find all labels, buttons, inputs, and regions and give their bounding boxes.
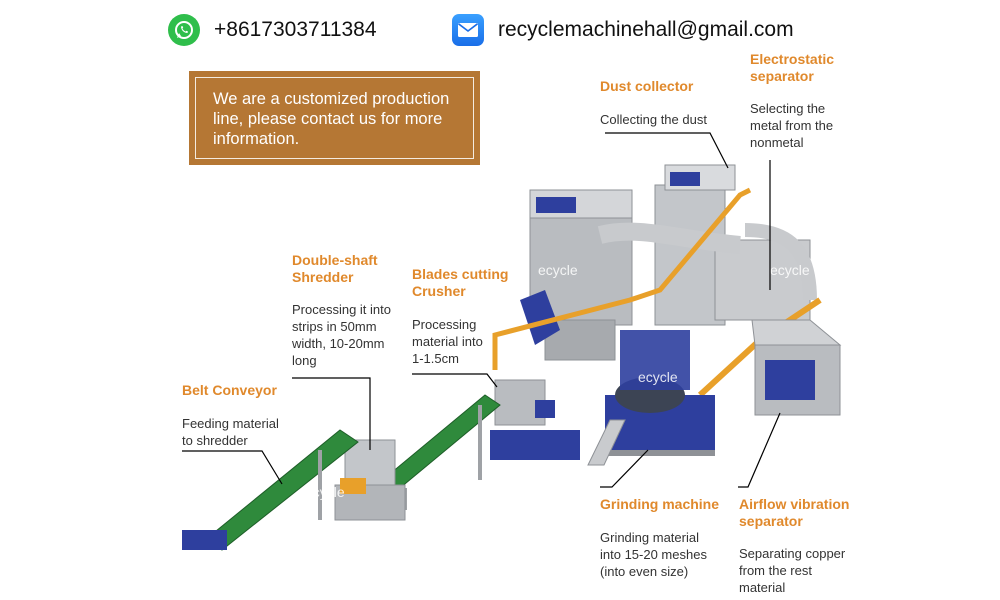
- watermark: ecycle: [538, 262, 578, 278]
- desc-line: Processing: [412, 317, 477, 332]
- leader-line-shredder: [292, 377, 371, 450]
- banner-line: information.: [213, 130, 300, 148]
- whatsapp-icon: [168, 14, 200, 46]
- grinding-title: Grinding machine: [600, 496, 720, 512]
- leader-line-crusher: [412, 373, 498, 388]
- watermark: ecycle: [305, 484, 345, 500]
- conveyor-title: Belt Conveyor: [182, 382, 277, 398]
- desc-line: Separating copper: [739, 546, 846, 561]
- title-line: separator: [750, 68, 814, 84]
- desc-line: into 15-20 meshes: [600, 547, 707, 562]
- airflow-desc: Separating copper from the rest material: [739, 545, 845, 596]
- electrostatic-title: Electrostatic separator: [750, 51, 834, 85]
- desc-line: nonmetal: [750, 135, 804, 150]
- title-line: Crusher: [412, 283, 466, 299]
- shredder-art: [334, 439, 406, 521]
- watermark: ecycle: [770, 262, 810, 278]
- leader-line-grinding: [600, 449, 649, 488]
- desc-line: Feeding material: [182, 416, 279, 431]
- leader-line-airflow: [738, 412, 781, 488]
- crusher-art: [490, 379, 580, 460]
- desc-line: 1-1.5cm: [412, 351, 459, 366]
- email-address[interactable]: recyclemachinehall@gmail.com: [498, 18, 794, 41]
- desc-line: material into: [412, 334, 483, 349]
- airflow-title: Airflow vibration separator: [739, 496, 849, 530]
- dust-collector-desc: Collecting the dust: [600, 112, 707, 127]
- envelope-icon: [452, 14, 484, 46]
- banner-line: line, please contact us for more: [213, 110, 443, 128]
- title-line: Double-shaft: [292, 252, 378, 268]
- grinding-desc: Grinding material into 15-20 meshes (int…: [600, 529, 707, 580]
- leader-line-conveyor: [182, 450, 283, 485]
- title-line: Electrostatic: [750, 51, 835, 67]
- grinding-machine-art: [587, 330, 715, 466]
- conveyor-desc: Feeding material to shredder: [182, 415, 279, 449]
- duct-pipe: [744, 223, 817, 301]
- phone-contact[interactable]: +8617303711384: [168, 14, 377, 46]
- title-line: separator: [739, 513, 803, 529]
- desc-line: Processing it into: [292, 302, 391, 317]
- crusher-title: Blades cutting Crusher: [412, 266, 508, 300]
- shredder-title: Double-shaft Shredder: [292, 252, 378, 286]
- title-line: Shredder: [292, 269, 354, 285]
- watermark: ecycle: [638, 369, 678, 385]
- airflow-separator-art: [751, 319, 842, 416]
- duct-pipe: [597, 222, 741, 254]
- banner-text: We are a customized production line, ple…: [195, 77, 474, 159]
- title-line: Airflow vibration: [739, 496, 850, 512]
- crusher-desc: Processing material into 1-1.5cm: [412, 316, 483, 367]
- shredder-desc: Processing it into strips in 50mm width,…: [292, 301, 391, 369]
- desc-line: material: [739, 580, 786, 595]
- banner-line: We are a customized production: [213, 90, 450, 108]
- desc-line: from the rest: [739, 563, 812, 578]
- phone-number[interactable]: +8617303711384: [214, 18, 377, 41]
- dust-collector-title: Dust collector: [600, 78, 694, 94]
- email-contact[interactable]: recyclemachinehall@gmail.com: [452, 14, 794, 46]
- dust-collector-right: [654, 164, 736, 326]
- desc-line: Selecting the: [750, 101, 826, 116]
- desc-line: long: [292, 353, 317, 368]
- electrostatic-desc: Selecting the metal from the nonmetal: [750, 100, 833, 151]
- leader-line-dust-collector: [605, 132, 729, 169]
- orange-pipe: [492, 187, 752, 370]
- desc-line: (into even size): [600, 564, 689, 579]
- customization-banner[interactable]: We are a customized production line, ple…: [189, 71, 480, 165]
- desc-line: width, 10-20mm: [292, 336, 385, 351]
- desc-line: to shredder: [182, 433, 248, 448]
- conveyor-first: [182, 429, 359, 551]
- desc-line: Grinding material: [600, 530, 699, 545]
- desc-line: metal from the: [750, 118, 834, 133]
- desc-line: strips in 50mm: [292, 319, 377, 334]
- title-line: Blades cutting: [412, 266, 509, 282]
